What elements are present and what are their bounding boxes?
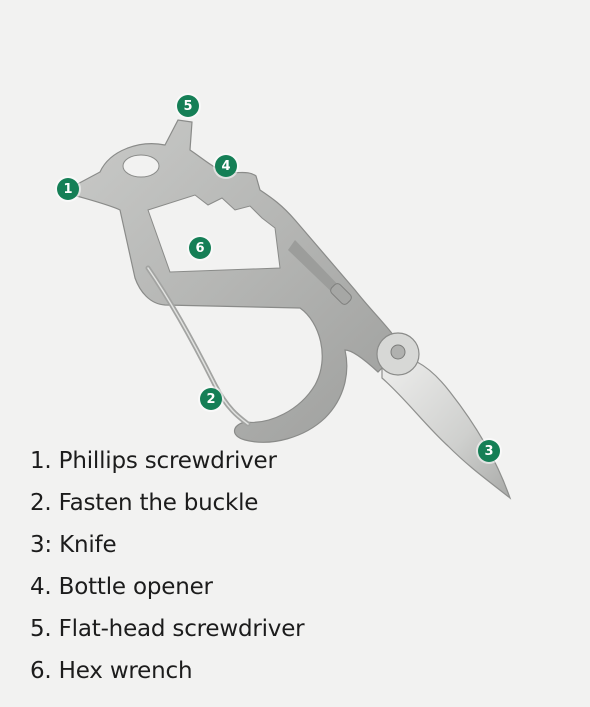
legend-item-bottle-opener: 4. Bottle opener	[30, 574, 213, 600]
knife-blade	[381, 356, 512, 500]
pivot-screw	[390, 344, 406, 360]
marker-6: 6	[189, 237, 211, 259]
round-hole	[122, 154, 160, 178]
slider-button	[330, 283, 352, 305]
feature-legend: 1. Phillips screwdriver 2. Fasten the bu…	[30, 440, 305, 692]
legend-item-knife: 3: Knife	[30, 532, 117, 558]
legend-item-hex-wrench: 6. Hex wrench	[30, 658, 193, 684]
hex-wrench-cutout	[147, 194, 281, 273]
legend-item-flat-head: 5. Flat-head screwdriver	[30, 616, 305, 642]
marker-1: 1	[57, 178, 79, 200]
marker-5: 5	[177, 95, 199, 117]
legend-item-buckle: 2. Fasten the buckle	[30, 490, 259, 516]
marker-2: 2	[200, 388, 222, 410]
legend-item-phillips: 1. Phillips screwdriver	[30, 448, 277, 474]
arm-slot	[288, 240, 345, 300]
marker-4: 4	[215, 155, 237, 177]
marker-3: 3	[478, 440, 500, 462]
